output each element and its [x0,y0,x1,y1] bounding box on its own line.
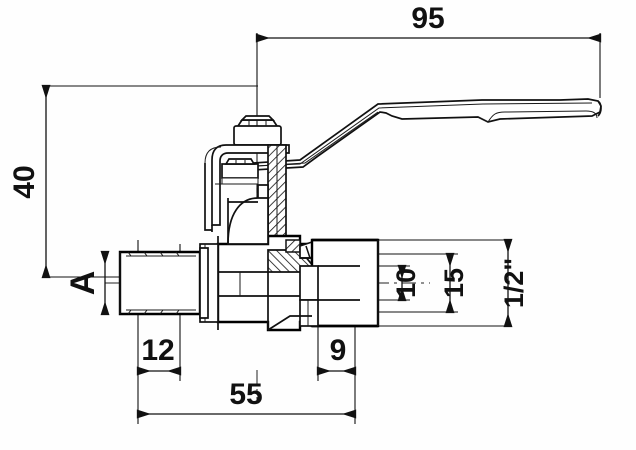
dim-40-label: 40 [8,165,41,198]
dimension-10: 10 [391,264,421,302]
dim-10-label: 10 [391,268,421,298]
internal-bore-lines [218,271,300,322]
dim-half-inch-label: 1/2" [499,258,529,308]
dimension-95: 95 [255,2,602,43]
dimension-55: 55 [136,378,357,419]
dim-9-label: 9 [330,334,347,367]
dim-95-label: 95 [411,2,444,35]
dim-12-label: 12 [141,334,174,367]
male-thread-left [118,247,209,319]
dimension-12: 12 [136,334,182,376]
dimension-15: 15 [439,252,469,314]
dim-55-label: 55 [229,378,262,411]
dimension-40: 40 [8,84,51,279]
label-a-text: A [64,271,102,296]
stem-nut-top [233,115,282,146]
dim-15-label: 15 [439,268,469,298]
dimension-half-inch: 1/2" [499,238,529,328]
dimension-9: 9 [316,334,357,376]
female-thread-right [267,238,380,331]
label-A-group: A [64,250,110,316]
